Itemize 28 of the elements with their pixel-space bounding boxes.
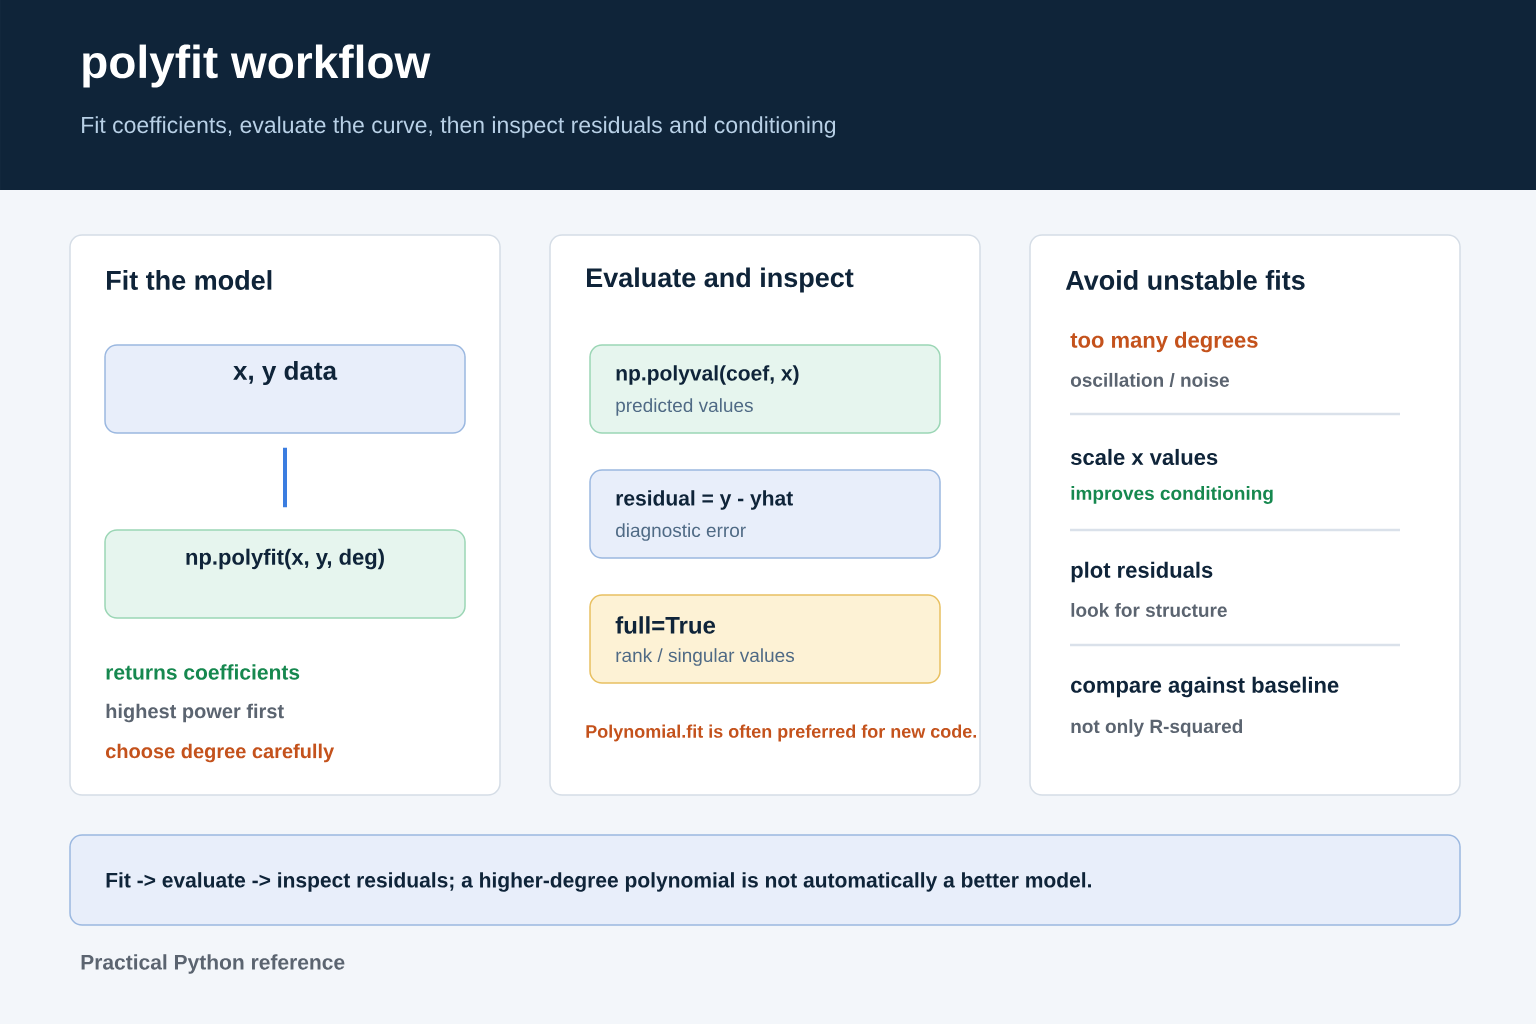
connector-line (283, 447, 287, 508)
note: Polynomial.fit is often preferred for new code. (586, 724, 976, 742)
box-subtitle: diagnostic error (616, 523, 746, 541)
panel-heading: Avoid unstable fits (1065, 270, 1305, 290)
title: polyfit workflow (83, 44, 431, 88)
box-subtitle: rank / singular values (616, 648, 794, 666)
summary-text: Fit -> evaluate -> inspect residuals; a higher-degree polynomial is not automatically a better model. (106, 872, 1091, 892)
note: returns coefficients (106, 664, 300, 680)
note: choose degree carefully (106, 743, 335, 763)
box-title: x, y data (233, 360, 338, 386)
panel-heading: Evaluate and inspect (587, 267, 854, 293)
panel-heading: Fit the model (107, 270, 272, 290)
box-title: full=True (615, 616, 716, 634)
subtitle: Fit coefficients, evaluate the curve, then inspect residuals and conditioning (82, 116, 836, 138)
footer-note: Practical Python reference (81, 954, 345, 974)
box-title: np.polyfit(x, y, deg) (186, 548, 384, 570)
tip-detail: look for structure (1071, 603, 1227, 617)
tip-title: plot residuals (1071, 561, 1213, 583)
tip-detail: oscillation / noise (1070, 372, 1229, 388)
note: highest power first (106, 703, 284, 723)
tip-title: too many degrees (1070, 331, 1258, 353)
tip-detail: improves conditioning (1071, 486, 1273, 504)
tip-title: scale x values (1071, 448, 1218, 466)
tip-title: compare against baseline (1071, 676, 1339, 698)
tip-detail: not only R-squared (1071, 719, 1243, 737)
box-subtitle: predicted values (616, 398, 753, 416)
box-title: np.polyval(coef, x) (616, 365, 799, 385)
box-title: residual = y - yhat (616, 490, 793, 510)
